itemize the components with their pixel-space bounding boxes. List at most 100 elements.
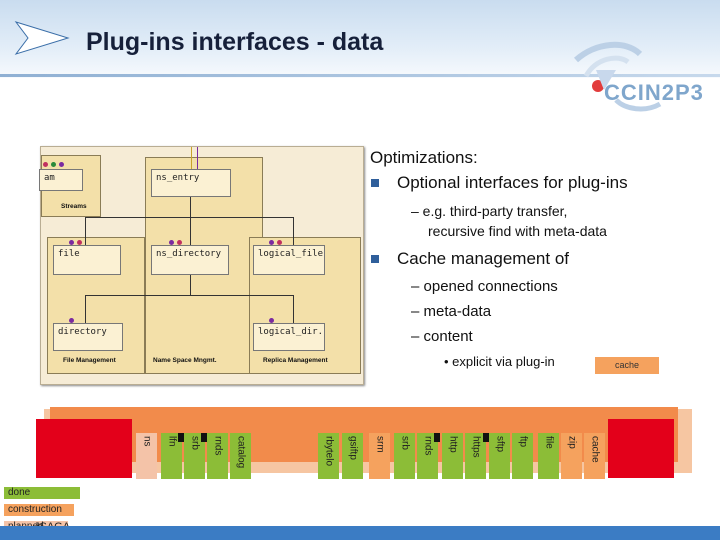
plugin-http: http	[442, 433, 463, 479]
port-dot	[269, 240, 274, 245]
plugin-label: ns	[141, 436, 152, 447]
bullet-square-icon	[371, 179, 379, 187]
class-logical-dir: logical_dir.	[253, 323, 325, 351]
plugin-label: zip	[566, 436, 577, 449]
slide-title: Plug-ins interfaces - data	[86, 28, 384, 56]
plugin-label: rnds	[212, 436, 223, 456]
inheritance-line	[293, 295, 294, 323]
plugin-label: https	[470, 436, 481, 458]
inheritance-line	[85, 217, 86, 245]
sub-bullet-recursive: recursive find with meta-data	[428, 223, 607, 239]
plugin-label: file	[543, 436, 554, 449]
plugin-zip: zip	[561, 433, 582, 479]
plugin-lfn: lfn	[161, 433, 182, 479]
class-file-label: file	[58, 249, 80, 259]
plugin-label: catalog	[235, 436, 246, 469]
plugin-rnds: rnds	[207, 433, 228, 479]
class-ns-entry-label: ns_entry	[156, 173, 200, 183]
plugin-gsiftp: gsiftp	[342, 433, 363, 479]
logo-text: CCIN2P3	[604, 80, 704, 105]
plugin-srb-2: srb	[394, 433, 415, 479]
plugin-label: lfn	[166, 436, 177, 447]
inheritance-line	[190, 197, 191, 217]
bullet-optional-interfaces: Optional interfaces for plug-ins	[397, 173, 628, 192]
footer-bar	[0, 526, 720, 540]
inheritance-line	[190, 217, 191, 245]
class-am-label: am	[44, 173, 55, 183]
ccin2p3-logo-icon	[573, 41, 662, 112]
inheritance-line	[191, 147, 192, 169]
port-dot	[269, 318, 274, 323]
interface-marker-icon	[483, 433, 489, 442]
plugin-catalog: catalog	[230, 433, 251, 479]
class-ns-entry: ns_entry	[151, 169, 231, 197]
sub-sub-bullet-explicit: • explicit via plug-in	[444, 354, 555, 369]
plugin-rbytelo: rbytelo	[318, 433, 339, 479]
plugin-label: srb	[189, 436, 200, 450]
port-dot	[77, 240, 82, 245]
plugin-label: ftp	[517, 436, 528, 448]
sub-bullet-meta-data: – meta-data	[411, 303, 492, 320]
interface-marker-icon	[434, 433, 440, 442]
plugin-sftp: sftp	[489, 433, 510, 479]
class-directory-label: directory	[58, 327, 107, 337]
inheritance-line	[85, 295, 86, 323]
port-dot	[169, 240, 174, 245]
inheritance-line	[85, 295, 293, 296]
package-file-management-label: File Management	[63, 357, 116, 364]
bullet-square-icon	[371, 255, 379, 263]
bullet-cache-management: Cache management of	[397, 249, 569, 268]
plugin-srb: srb	[184, 433, 205, 479]
plugin-srm: srm	[369, 433, 390, 479]
legend-construction: construction	[4, 504, 74, 516]
class-file: file	[53, 245, 121, 275]
plugin-label: rbytelo	[323, 436, 334, 467]
plugin-label: cache	[589, 436, 600, 463]
package-replica-management-label: Replica Management	[263, 357, 328, 364]
port-dot	[177, 240, 182, 245]
interface-marker-icon	[201, 433, 207, 442]
package-streams-label: Streams	[61, 203, 87, 210]
port-dot	[51, 162, 56, 167]
slide-header	[0, 0, 720, 78]
plugin-label: srm	[374, 436, 385, 453]
class-logical-file-label: logical_file	[258, 249, 324, 259]
plugin-file: file	[538, 433, 559, 479]
plugin-label: srb	[399, 436, 410, 450]
legend-done: done	[4, 487, 80, 499]
port-dot	[69, 240, 74, 245]
plugin-label: gsiftp	[347, 436, 358, 460]
inheritance-line	[293, 217, 294, 245]
class-ns-directory-label: ns_directory	[156, 249, 222, 259]
plugin-label: http	[447, 436, 458, 453]
port-dot	[69, 318, 74, 323]
header-divider	[0, 74, 720, 77]
port-dot	[43, 162, 48, 167]
class-logical-file: logical_file	[253, 245, 325, 275]
class-ns-directory: ns_directory	[151, 245, 229, 275]
plugin-ns: ns	[136, 433, 157, 479]
class-directory: directory	[53, 323, 123, 351]
plugin-label: rnds	[422, 436, 433, 456]
sub-bullet-connections: – opened connections	[411, 278, 558, 295]
inheritance-line	[197, 147, 198, 169]
uml-diagram: am Streams ns_entry ns_directory Name Sp…	[39, 146, 364, 385]
plugin-label: sftp	[494, 436, 505, 453]
port-dot	[277, 240, 282, 245]
plugin-rnds-2: rnds	[417, 433, 438, 479]
class-am: am	[39, 169, 83, 191]
inheritance-line	[85, 217, 293, 218]
plugin-ftp: ftp	[512, 433, 533, 479]
arrow-icon	[14, 21, 70, 55]
inheritance-line	[190, 275, 191, 295]
core-block-left	[36, 419, 132, 478]
cache-legend-box: cache	[595, 357, 659, 374]
port-dot	[59, 162, 64, 167]
package-name-space-label: Name Space Mngmt.	[153, 357, 217, 364]
sub-bullet-content: – content	[411, 328, 473, 345]
plugin-https: https	[465, 433, 486, 479]
page-number: 10	[676, 516, 689, 528]
core-block-right	[608, 419, 674, 478]
plugin-cache: cache	[584, 433, 605, 479]
optimizations-heading: Optimizations:	[370, 148, 478, 167]
